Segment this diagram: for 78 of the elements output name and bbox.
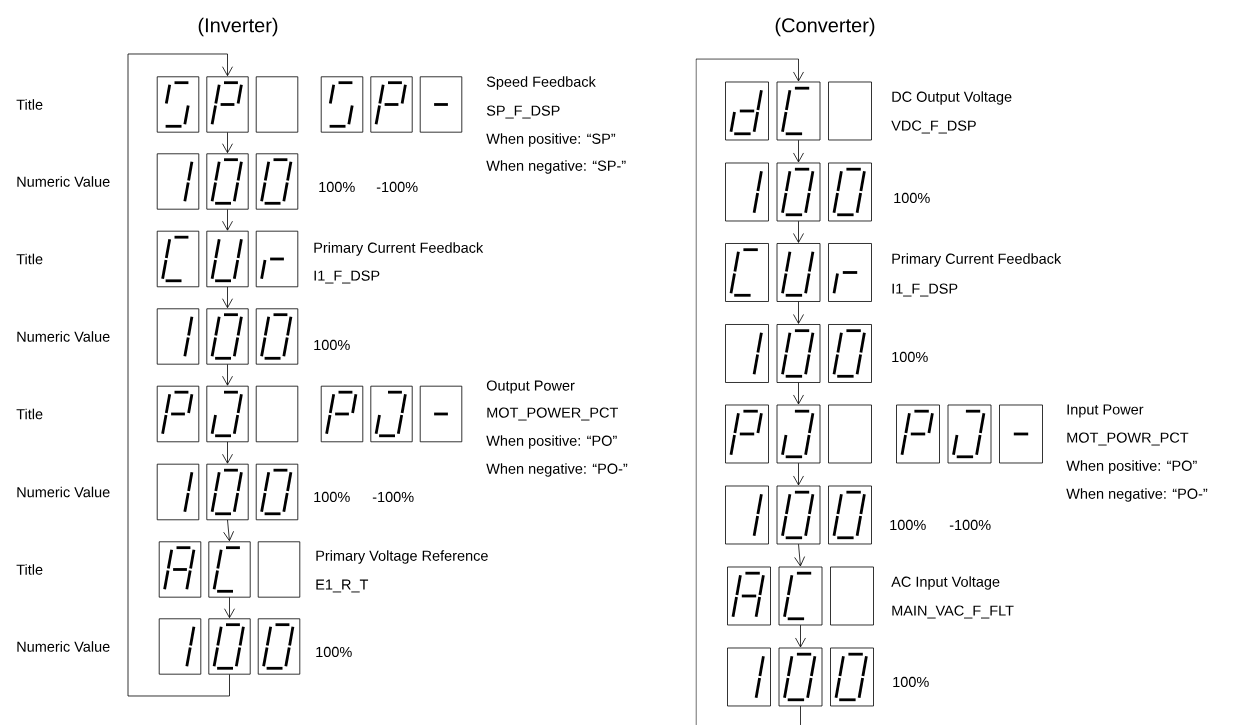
seven-segment-display (320, 385, 463, 443)
description-text: When positive: “PO” (486, 435, 617, 449)
description-text: 100% (319, 181, 355, 193)
section-title: (Converter) (775, 17, 875, 37)
row-label: Numeric Value (17, 486, 110, 498)
description-text: -100% (372, 491, 414, 503)
description-text: -100% (376, 181, 418, 193)
description-text: Primary Voltage Reference (316, 550, 488, 564)
seven-segment-display (896, 404, 1043, 464)
description-text: When negative: “PO-” (1066, 488, 1208, 502)
seven-segment-display (725, 243, 872, 302)
description-text: When negative: “PO-” (486, 463, 628, 477)
description-text: When negative: “SP-” (486, 160, 626, 174)
arrow (793, 382, 804, 405)
description-text: Primary Current Feedback (314, 242, 484, 256)
arrow (695, 58, 804, 725)
row-label: Title (16, 99, 43, 110)
description-text: I1_F_DSP (892, 283, 958, 297)
description-text: Speed Feedback (486, 76, 596, 90)
description-text: -100% (949, 519, 991, 531)
arrow (793, 139, 804, 163)
description-text: Input Power (1067, 404, 1144, 418)
description-text: MOT_POWR_PCT (1067, 432, 1189, 446)
arrow (795, 624, 806, 648)
seven-segment-display (158, 541, 301, 598)
description-text: SP_F_DSP (486, 105, 560, 119)
seven-segment-display (727, 647, 874, 707)
arrow (793, 462, 804, 486)
seven-segment-display (725, 404, 872, 464)
arrow (793, 220, 804, 243)
arrow (222, 364, 233, 386)
seven-segment-display (727, 566, 874, 626)
arrow (222, 441, 233, 464)
description-text: Output Power (486, 380, 575, 394)
seven-segment-display (156, 153, 299, 210)
description-text: 100% (894, 192, 930, 204)
description-text: VDC_F_DSP (891, 120, 976, 134)
description-text: 100% (314, 339, 350, 351)
description-text: When positive: “SP” (486, 133, 616, 147)
row-label: Numeric Value (17, 641, 110, 652)
arrow (794, 543, 805, 567)
arrow (223, 519, 234, 542)
description-text: DC Output Voltage (892, 91, 1012, 105)
arrow (224, 597, 235, 619)
arrow (222, 286, 233, 309)
seven-segment-display (320, 76, 463, 133)
description-text: 100% (314, 491, 350, 503)
row-label: Numeric Value (17, 176, 110, 187)
seven-segment-display (725, 162, 872, 222)
row-label: Title (16, 253, 43, 265)
seven-segment-display (156, 308, 299, 365)
seven-segment-display (156, 230, 299, 288)
seven-segment-display (725, 485, 872, 545)
seven-segment-display (725, 81, 872, 141)
description-text: Primary Current Feedback (892, 253, 1062, 267)
arrow (222, 209, 233, 231)
seven-segment-display (725, 324, 872, 383)
description-text: 100% (316, 646, 352, 658)
description-text: MAIN_VAC_F_FLT (892, 605, 1014, 619)
description-text: 100% (892, 351, 928, 363)
description-text: E1_R_T (316, 579, 369, 593)
arrow (222, 132, 233, 154)
description-text: When positive: “PO” (1066, 460, 1197, 474)
description-text: I1_F_DSP (314, 270, 380, 284)
seven-segment-display (156, 385, 299, 443)
row-label: Numeric Value (17, 331, 110, 342)
description-text: 100% (890, 519, 926, 531)
arrow (127, 53, 233, 697)
seven-segment-display (158, 618, 301, 675)
description-text: AC Input Voltage (891, 576, 1000, 590)
seven-segment-display (156, 76, 299, 133)
section-title: (Inverter) (198, 17, 278, 37)
arrow (793, 301, 804, 324)
description-text: 100% (893, 676, 929, 688)
row-label: Title (16, 564, 43, 575)
row-label: Title (16, 408, 43, 420)
description-text: MOT_POWER_PCT (487, 407, 618, 421)
seven-segment-display (156, 463, 299, 521)
